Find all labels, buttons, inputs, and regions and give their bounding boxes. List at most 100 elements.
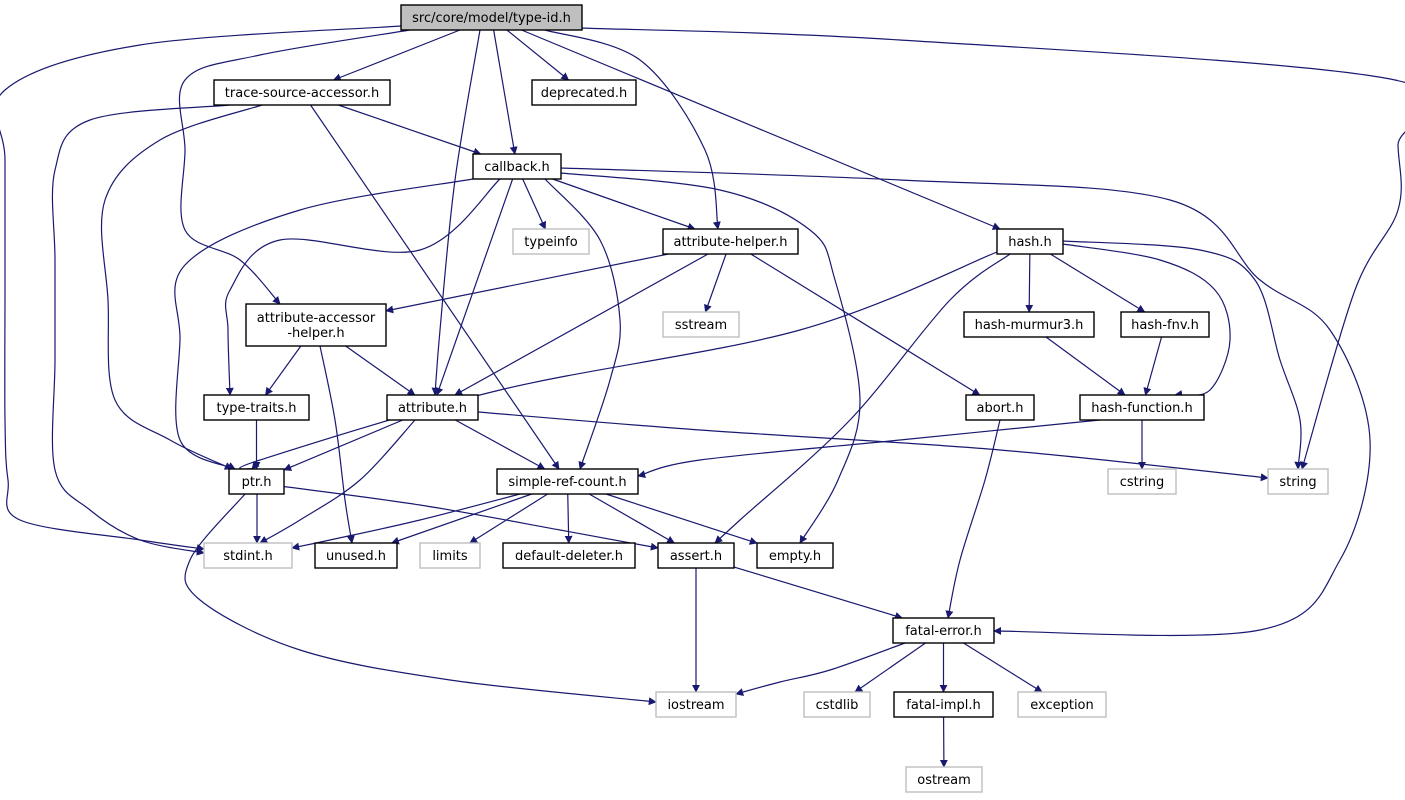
node-empty[interactable]: empty.h [756,542,834,569]
edge-trace-source-accessor-to-callback [338,104,482,156]
edge-hash-to-hash-murmur3 [1025,253,1034,313]
edge-type-id-to-deprecated [506,29,570,81]
edge-hash-to-ptr [239,251,998,470]
node-attribute[interactable]: attribute.h [386,394,479,421]
node-ptr[interactable]: ptr.h [228,468,285,495]
edge-fatal-error-to-cstdlib [854,642,926,693]
node-label: src/core/model/type-id.h [412,11,571,26]
node-label: default-deleter.h [515,549,623,564]
edge-type-id-to-callback [493,29,518,155]
edge-simple-ref-count-to-empty [605,493,758,545]
node-label: stdint.h [223,549,272,564]
edge-callback-to-fatal-error [560,167,1371,637]
edge-callback-to-empty [560,172,861,544]
node-label: fatal-impl.h [906,698,980,713]
node-label: cstdlib [816,698,859,713]
edge-simple-ref-count-to-assert [588,493,675,544]
node-typeinfo: typeinfo [512,228,590,255]
edge-type-id-to-attribute-accessor-helper [178,29,411,305]
edge-attribute-helper-to-sstream [704,253,727,313]
node-type-traits[interactable]: type-traits.h [203,394,310,421]
edge-type-id-to-hash [521,29,1001,230]
edge-attribute-accessor-helper-to-unused [319,345,355,544]
node-stdint: stdint.h [203,542,293,569]
node-string: string [1267,468,1329,495]
edge-hash-to-hash-function [1062,243,1231,398]
edge-attribute-helper-to-attribute-accessor-helper [385,253,669,314]
node-deprecated[interactable]: deprecated.h [531,79,637,106]
edge-attribute-accessor-helper-to-attribute [345,345,416,396]
node-iostream: iostream [655,691,737,718]
node-hash-fnv[interactable]: hash-fnv.h [1120,311,1210,338]
edge-ptr-to-assert [279,485,659,551]
edge-callback-to-ptr [174,178,474,470]
node-label: abort.h [977,401,1024,416]
edge-ptr-to-iostream [184,493,657,706]
node-label: cstring [1120,475,1164,490]
edge-attribute-helper-to-attribute [454,253,709,396]
node-label: ptr.h [242,475,272,490]
edge-simple-ref-count-to-unused [390,493,532,545]
node-label: exception [1030,698,1094,713]
node-type-id[interactable]: src/core/model/type-id.h [400,4,583,31]
edge-attribute-helper-to-abort [750,253,981,396]
edge-assert-to-fatal-error [733,566,904,620]
edge-simple-ref-count-to-limits [469,493,548,544]
edge-attribute-to-stdint [259,419,416,544]
node-default-deleter[interactable]: default-deleter.h [502,542,636,569]
edge-hash-murmur3-to-hash-function [1045,336,1126,396]
edge-callback-to-typeinfo [522,178,547,230]
edge-hash-to-hash-fnv [1050,253,1146,313]
node-abort[interactable]: abort.h [965,394,1035,421]
edge-trace-source-accessor-to-stdint [51,104,231,556]
node-callback[interactable]: callback.h [472,153,562,180]
node-label: type-traits.h [217,401,297,416]
node-hash-murmur3[interactable]: hash-murmur3.h [963,311,1095,338]
node-label: hash-murmur3.h [975,318,1084,333]
node-label: attribute-accessor [257,311,376,326]
node-assert[interactable]: assert.h [657,542,735,569]
node-label: unused.h [326,549,386,564]
edge-type-id-to-string [579,27,1405,470]
node-limits: limits [419,542,481,569]
edge-attribute-to-ptr [283,419,404,471]
edge-callback-to-type-traits [224,178,501,396]
node-simple-ref-count[interactable]: simple-ref-count.h [496,468,639,495]
edge-type-id-to-attribute [431,29,481,396]
edge-hash-function-to-simple-ref-count [637,419,1101,479]
node-label: limits [432,549,468,564]
edge-hash-to-assert [714,253,1011,544]
edge-callback-to-attribute-helper [552,178,696,231]
node-label: deprecated.h [541,86,627,101]
node-label: hash.h [1008,235,1052,250]
node-ostream: ostream [905,766,983,793]
edge-abort-to-fatal-error [945,419,1001,619]
node-label: -helper.h [287,326,344,341]
node-cstdlib: cstdlib [803,691,871,718]
edge-fatal-error-to-iostream [735,642,906,696]
node-label: simple-ref-count.h [508,475,626,490]
edge-attribute-to-string [477,411,1269,482]
node-label: string [1279,475,1316,490]
edge-attribute-accessor-helper-to-type-traits [265,345,302,396]
node-label: ostream [917,773,971,788]
node-fatal-error[interactable]: fatal-error.h [892,617,995,644]
edge-fatal-error-to-exception [963,642,1043,693]
edge-hash-to-string [1062,240,1303,470]
node-sstream: sstream [662,311,740,338]
edge-attribute-to-simple-ref-count [455,419,546,470]
node-hash[interactable]: hash.h [996,228,1064,255]
node-cstring: cstring [1107,468,1177,495]
edge-callback-to-attribute [435,178,514,396]
node-hash-function[interactable]: hash-function.h [1079,394,1205,421]
node-fatal-impl[interactable]: fatal-impl.h [893,691,994,718]
nodes: src/core/model/type-id.h trace-source-acc… [203,4,1329,793]
node-exception: exception [1017,691,1107,718]
node-trace-source-accessor[interactable]: trace-source-accessor.h [213,79,391,106]
node-unused[interactable]: unused.h [314,542,398,569]
node-attribute-helper[interactable]: attribute-helper.h [662,228,799,255]
node-label: typeinfo [524,235,577,250]
edge-trace-source-accessor-to-ptr [100,104,263,470]
node-attribute-accessor-helper[interactable]: attribute-accessor-helper.h [245,303,387,347]
